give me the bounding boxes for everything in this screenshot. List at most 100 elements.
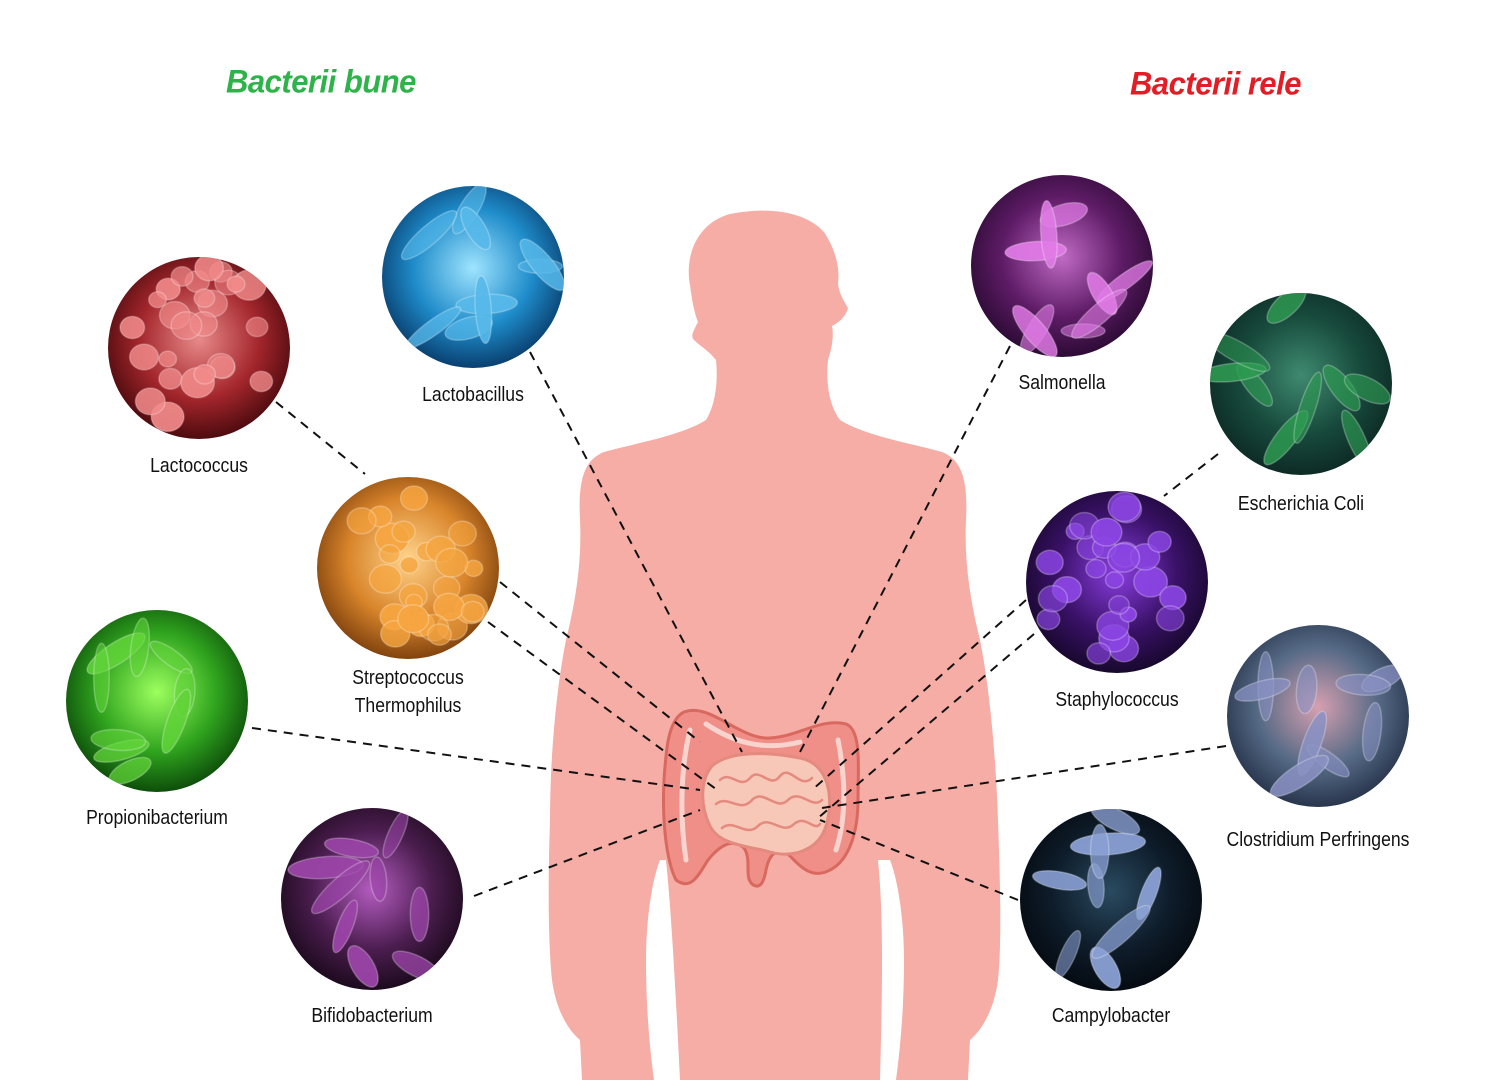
microbe-cell (170, 310, 203, 341)
microbe-cell (400, 209, 458, 261)
microbe-cell (1070, 288, 1128, 339)
good-bacteria-heading: Bacterii bune (226, 63, 416, 101)
microbe-cell (399, 485, 429, 511)
bacteria-circles (66, 175, 1409, 991)
bacteria-circle-streptococcus-thermophilus (317, 477, 499, 659)
microbe-texture-clostridium-perfringens (1234, 651, 1405, 798)
microbe-cell (1295, 664, 1318, 715)
microbe-cell (1039, 199, 1058, 269)
connector-salmonella (799, 345, 1011, 753)
microbe-cell (1108, 594, 1130, 615)
connector-propionibacterium (251, 727, 701, 791)
connector-campylobacter (819, 819, 1019, 901)
connector-streptococcus-thermophilus (499, 581, 701, 743)
microbe-cell (158, 367, 183, 390)
microbe-cell (1104, 571, 1125, 589)
microbe-texture-escherichia-coli (1210, 293, 1392, 471)
microbe-cell (1106, 542, 1141, 573)
small-intestine-coils (714, 771, 824, 832)
microbe-cell (399, 556, 420, 574)
bacteria-circle-staphylococcus (1026, 491, 1208, 673)
label-staphylococcus: Staphylococcus (1055, 686, 1178, 714)
label-line: Lactococcus (150, 455, 248, 477)
microbe-cell (226, 275, 246, 293)
microbe-cell (1031, 869, 1088, 891)
label-campylobacter: Campylobacter (1052, 1002, 1170, 1030)
good-bacteria-heading-text: Bacterii bune (226, 63, 416, 100)
microbe-cell (460, 600, 485, 623)
label-line: Propionibacterium (86, 807, 228, 829)
microbe-cell (368, 563, 403, 595)
microbe-cell (426, 623, 453, 646)
human-silhouette (548, 210, 1001, 1081)
microbe-cell (409, 886, 430, 943)
bacteria-circle-lactobacillus (382, 186, 564, 368)
microbe-texture-lactococcus (119, 257, 274, 433)
microbe-texture-staphylococcus (1035, 491, 1187, 665)
microbe-cell (1090, 809, 1141, 836)
label-line: Bifidobacterium (311, 1005, 433, 1027)
microbe-cell (1089, 823, 1110, 880)
label-bifidobacterium: Bifidobacterium (311, 1002, 432, 1030)
microbe-cell (170, 265, 194, 287)
microbe-cell (378, 544, 401, 564)
microbe-texture-campylobacter (1031, 809, 1162, 990)
microbe-cell (1085, 558, 1107, 579)
microbe-cell (1086, 642, 1112, 665)
connector-escherichia-coli (1163, 453, 1219, 497)
microbe-cell (249, 370, 274, 393)
microbe-cell (323, 837, 380, 859)
microbe-texture-streptococcus-thermophilus (346, 485, 489, 648)
microbe-cell (1037, 584, 1069, 613)
microbe-cell (1343, 373, 1392, 405)
label-escherichia-coli: Escherichia Coli (1238, 490, 1364, 518)
microbe-cell (158, 350, 178, 368)
microbe-cell (1036, 608, 1061, 631)
label-line: Lactobacillus (422, 384, 524, 406)
label-line: Clostridium Perfringens (1226, 829, 1410, 851)
bad-bacteria-heading-text: Bacterii rele (1130, 65, 1302, 102)
microbe-cell (161, 688, 192, 754)
label-lactococcus: Lactococcus (150, 452, 248, 480)
microbe-cell (474, 275, 493, 345)
microbe-cell (346, 944, 379, 988)
microbe-cell (332, 899, 359, 954)
microbe-cell (369, 856, 388, 902)
connector-lactobacillus (529, 351, 743, 753)
microbe-cell (194, 257, 225, 282)
microbe-cell (1091, 904, 1151, 960)
bacteria-circle-escherichia-coli (1210, 293, 1392, 475)
microbe-cell (1361, 701, 1383, 762)
microbe-cell (1035, 549, 1064, 576)
microbe-cell (1293, 371, 1323, 444)
microbe-cell (391, 520, 416, 543)
connector-lines (251, 345, 1227, 901)
label-salmonella: Salmonella (1018, 369, 1105, 397)
connector-clostridium-perfringens (821, 745, 1227, 809)
microbe-cell (90, 728, 147, 752)
microbe-cell (193, 363, 217, 385)
microbe-cell (134, 387, 166, 416)
microbe-cell (1210, 330, 1271, 373)
microbe-texture-lactobacillus (400, 186, 564, 350)
microscope-view-bifidobacterium (281, 808, 463, 990)
microbe-cell (129, 617, 151, 678)
small-intestine (701, 752, 832, 856)
microbe-cell (447, 520, 478, 547)
bacteria-circle-propionibacterium (66, 610, 248, 792)
microbe-cell (1234, 677, 1291, 702)
bacteria-circle-campylobacter (1020, 809, 1202, 991)
microbe-cell (92, 642, 111, 714)
microbe-cell (1090, 517, 1123, 547)
microbe-texture-propionibacterium (86, 617, 196, 785)
connector-lactococcus (275, 401, 366, 475)
microbe-cell (245, 316, 269, 338)
microscope-view-propionibacterium (66, 610, 248, 792)
intestine-highlight (679, 721, 847, 863)
human-body (548, 210, 1001, 1081)
microbe-cell (397, 604, 430, 634)
label-line: Streptococcus (352, 667, 464, 689)
microbe-cell (1335, 673, 1392, 696)
